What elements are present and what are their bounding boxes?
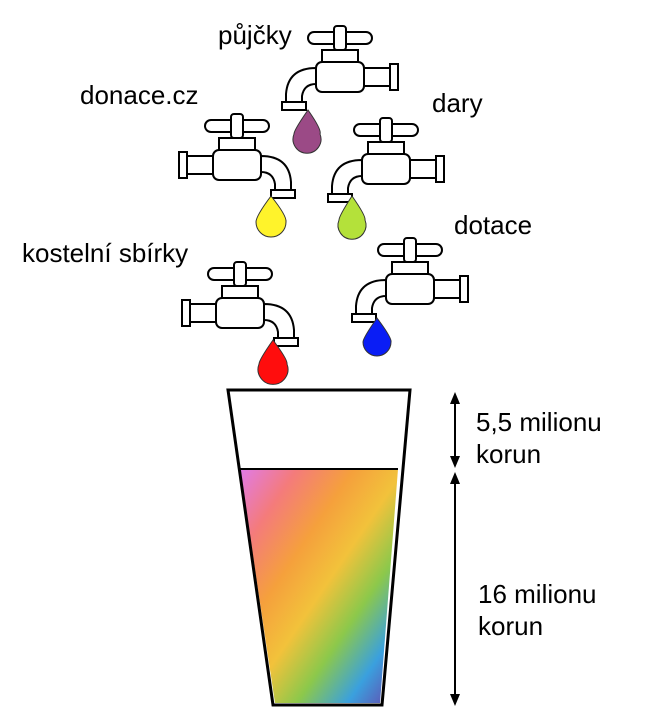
glass-liquid — [240, 469, 398, 703]
missing-amount-line1: 5,5 milionu — [476, 407, 602, 437]
label-dary: dary — [432, 88, 483, 118]
glass-outline — [226, 388, 412, 707]
faucet-pujcky — [282, 26, 398, 110]
arrow-collected — [450, 472, 460, 706]
drop-pujcky — [292, 109, 322, 154]
label-pujcky: půjčky — [218, 20, 292, 50]
collected-amount-label: 16 milionu korun — [478, 578, 597, 642]
missing-amount-label: 5,5 milionu korun — [476, 406, 602, 470]
missing-amount-line2: korun — [476, 439, 542, 469]
collected-amount-line1: 16 milionu — [478, 579, 597, 609]
drop-dotace — [362, 317, 392, 357]
collected-amount-line2: korun — [478, 611, 544, 641]
label-kostelni: kostelní sbírky — [22, 238, 189, 268]
faucet-kostelni — [181, 261, 299, 347]
label-dotace: dotace — [454, 210, 533, 240]
drop-kostelni — [257, 339, 289, 385]
drop-donace — [255, 195, 287, 238]
arrow-missing — [450, 392, 460, 468]
label-donace: donace.cz — [80, 80, 199, 110]
faucet-dotace — [352, 238, 468, 322]
faucet-dary — [328, 118, 444, 202]
drop-dary — [337, 195, 367, 240]
faucet-donace — [178, 113, 296, 199]
